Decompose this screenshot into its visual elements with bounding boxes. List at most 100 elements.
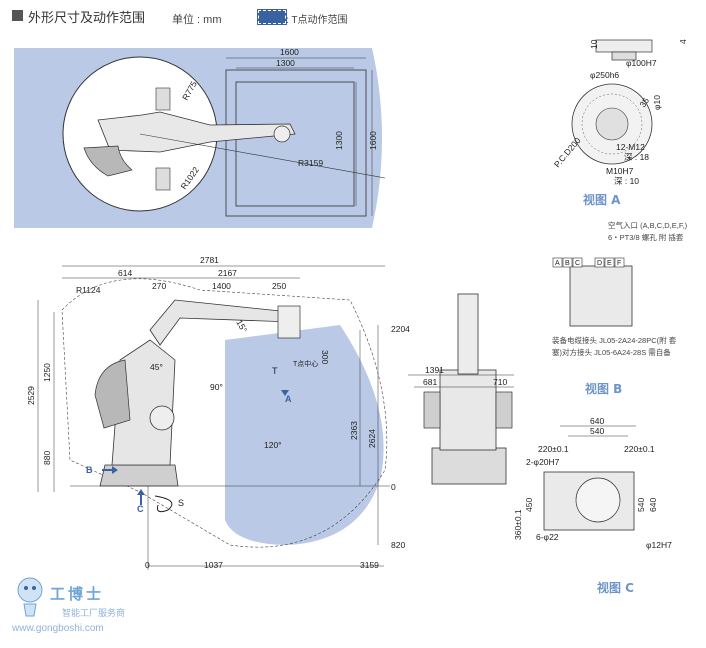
view-c-dim-640: 640 [590, 416, 604, 426]
view-b-label-c: C [575, 260, 580, 267]
view-b-port-c [572, 257, 583, 268]
side-dim-2529: 2529 [26, 386, 36, 405]
side-view [37, 265, 390, 570]
side-dim-1037: 1037 [204, 560, 223, 570]
top-dim-1300: 1300 [276, 58, 295, 68]
side-dim-0-bottom: 0 [145, 560, 150, 570]
view-b-label-f: F [617, 260, 621, 267]
marker-a: A [285, 394, 292, 404]
view-c-title: 视图 C [597, 581, 634, 595]
side-dim-1400: 1400 [212, 281, 231, 291]
side-dim-614: 614 [118, 268, 132, 278]
robot-top-body [97, 111, 296, 153]
marker-b: B [86, 465, 93, 475]
side-dim-880: 880 [42, 451, 52, 465]
side-dim-0-right: 0 [391, 482, 396, 492]
front-motor-left [423, 391, 441, 429]
view-a-dim-depth18: 深 : 18 [624, 152, 649, 162]
view-c-dim-6phi22: 6-φ22 [536, 532, 559, 542]
front-dim-681: 681 [423, 377, 437, 387]
outer-work-square [225, 69, 367, 217]
robot-top-counterweight [83, 145, 133, 177]
marker-t-center: T点中心 [293, 359, 318, 368]
view-b-title: 视图 B [585, 382, 623, 396]
watermark-url: www.gongboshi.com [12, 623, 104, 634]
view-b-port-d [594, 257, 605, 268]
view-b-port-f [614, 257, 625, 268]
view-b-label-b: B [565, 260, 570, 267]
watermark-mascot-icon [17, 577, 43, 617]
legend-label: : T点动作范围 [286, 15, 348, 26]
view-c-dim-220-right: 220±0.1 [624, 444, 655, 454]
view-a-dim-depth10: 深 : 10 [614, 176, 639, 186]
legend-swatch [257, 9, 287, 25]
header-square-icon [12, 10, 23, 21]
front-dim-1391: 1391 [425, 365, 444, 375]
view-c-dim-540: 540 [590, 426, 604, 436]
robot-side-wrist [277, 305, 301, 339]
marker-s: S [178, 498, 184, 508]
view-c-dim-640v: 640 [648, 498, 658, 512]
front-arm [457, 293, 479, 375]
marker-t: T [272, 366, 278, 376]
side-dim-270: 270 [152, 281, 166, 291]
robot-top-motor-1 [155, 87, 171, 111]
view-b-label-a: A [555, 260, 560, 267]
view-a-spigot [611, 51, 637, 61]
top-dim-1600: 1600 [280, 47, 299, 57]
view-c-dim-phi12: φ12H7 [646, 540, 672, 550]
view-c-dim-2phi20: 2-φ20H7 [526, 457, 560, 467]
view-a-dim-4: 4 [678, 39, 688, 44]
view-a-dim-phi250: φ250h6 [590, 70, 619, 80]
view-c-dim-360: 360±0.1 [513, 509, 523, 540]
arrow-b-icon [102, 466, 118, 474]
view-a-pcd-circle [581, 93, 643, 155]
side-dim-2781: 2781 [200, 255, 219, 265]
inner-work-square [235, 81, 355, 207]
view-b-port-b [562, 257, 573, 268]
arrow-a-icon [281, 380, 289, 396]
r3159-leader [139, 133, 386, 179]
page-title: 外形尺寸及动作范围 [28, 11, 146, 26]
view-a-dim-phi10: φ10 [652, 95, 662, 110]
view-a-dim-m10h7: M10H7 [606, 166, 634, 176]
side-angle-120: 120° [264, 440, 282, 450]
robot-side-base [99, 464, 179, 487]
side-dim-2624: 2624 [367, 429, 377, 448]
side-dim-250: 250 [272, 281, 286, 291]
watermark-tagline: 智能工厂服务商 [62, 608, 126, 618]
view-b-port-e [604, 257, 615, 268]
top-dim-1600v: 1600 [368, 131, 378, 150]
view-c-center-circle [575, 477, 621, 523]
view-b-note-2: 塞)对方接头 JL05-6A24-28S 需自备 [552, 348, 671, 357]
view-a-dim-10: 10 [589, 39, 599, 49]
side-dim-2363: 2363 [349, 421, 359, 440]
view-a-dim-phi100: φ100H7 [626, 58, 657, 68]
front-view [408, 293, 514, 485]
side-angle-45: 45° [150, 362, 163, 372]
side-range-area [225, 325, 384, 545]
view-c-dim-220-left: 220±0.1 [538, 444, 569, 454]
view-c [543, 425, 636, 531]
front-body [439, 369, 497, 451]
rotation-s-icon [154, 495, 173, 513]
watermark-brand: 工博士 [50, 585, 105, 603]
view-a [571, 39, 653, 165]
side-dim-820: 820 [391, 540, 405, 550]
view-c-dim-540v: 540 [636, 498, 646, 512]
view-b-panel [569, 265, 633, 327]
robot-side-counterweight [94, 359, 131, 429]
view-a-dim-12m12: 12-M12 [616, 142, 645, 152]
unit-label: 单位 : mm [172, 14, 222, 26]
side-dim-2167: 2167 [218, 268, 237, 278]
robot-top-wrist [273, 125, 291, 143]
side-dim-3159: 3159 [360, 560, 379, 570]
view-b [552, 257, 633, 327]
view-a-note-1: 空气入口 (A,B,C,D,E,F,) [608, 221, 688, 230]
robot-side-joint [149, 405, 175, 431]
side-dim-r1124: R1124 [76, 285, 101, 295]
front-base [431, 447, 507, 485]
view-b-port-a [552, 257, 563, 268]
view-a-flange-side [595, 39, 653, 53]
